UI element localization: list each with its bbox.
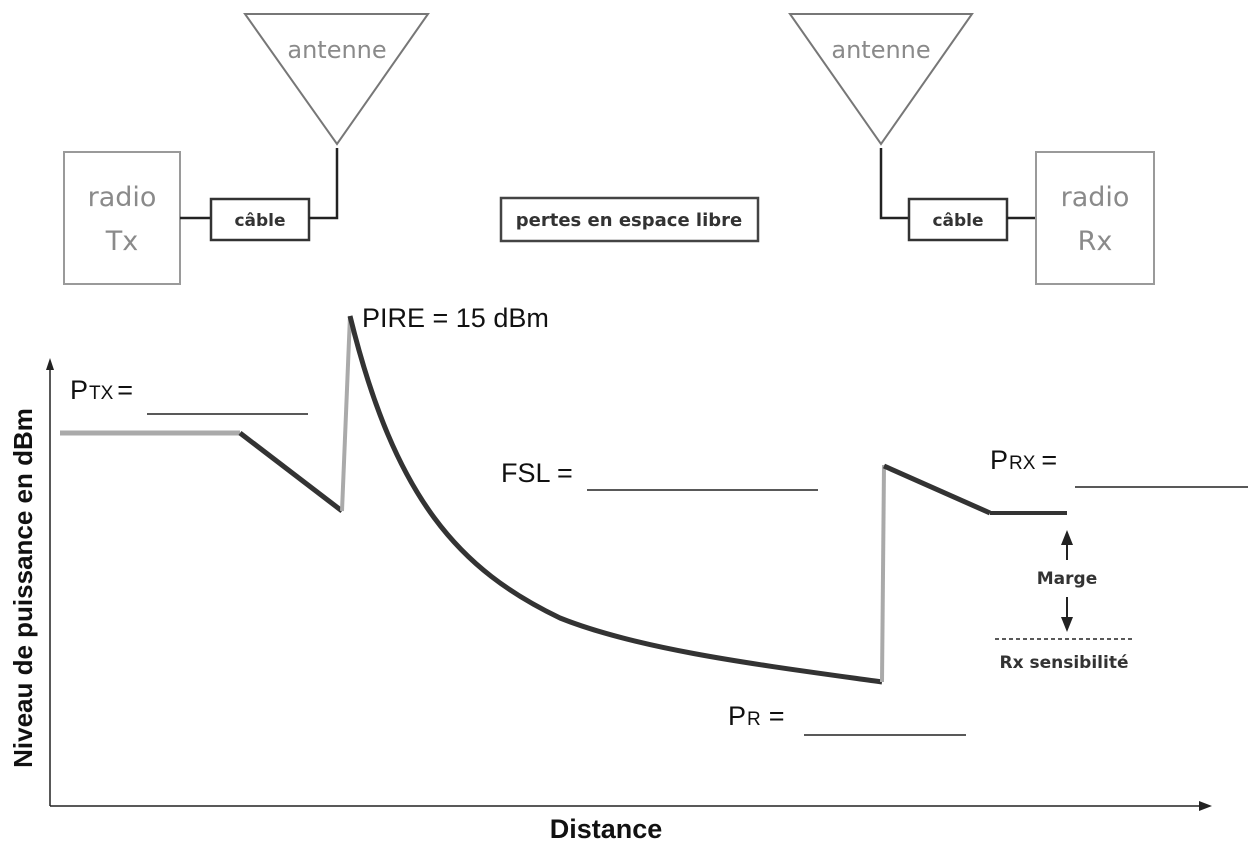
prx-equals: = bbox=[1041, 445, 1057, 475]
curve-free-space-loss bbox=[347, 315, 883, 685]
tx-cable-label: câble bbox=[234, 211, 285, 231]
transmitter-chain: radio Tx câble antenne bbox=[63, 13, 430, 285]
prx-subscript: RX bbox=[1009, 453, 1036, 474]
annotation-pr: PR = bbox=[728, 701, 966, 736]
tx-antenna-label: antenne bbox=[287, 36, 386, 64]
tx-cable-to-antenna-wire bbox=[309, 148, 339, 220]
y-axis-title: Niveau de puissance en dBm bbox=[8, 408, 38, 768]
radio-rx-label-line2: Rx bbox=[1078, 226, 1113, 257]
curve-rx-antenna-gain bbox=[880, 464, 886, 683]
rx-cable-label: câble bbox=[932, 211, 983, 231]
y-axis-arrow-icon bbox=[46, 358, 54, 370]
rx-antenna-label: antenne bbox=[831, 36, 930, 64]
pr-main: P bbox=[728, 701, 746, 731]
x-axis-title: Distance bbox=[550, 814, 663, 843]
tx-cable-box bbox=[209, 197, 311, 242]
rx-antenna-to-cable-wire bbox=[879, 148, 909, 220]
rx-sensitivity-label: Rx sensibilité bbox=[1000, 653, 1129, 673]
pr-subscript: R bbox=[747, 709, 761, 730]
power-level-curve bbox=[60, 315, 1067, 685]
x-axis-arrow-icon bbox=[1199, 801, 1212, 811]
annotation-fsl: FSL = bbox=[501, 458, 818, 491]
radio-tx-label-line1: radio bbox=[88, 182, 157, 213]
rx-cable-box bbox=[907, 197, 1009, 242]
rx-antenna-icon bbox=[788, 13, 974, 146]
radio-tx-box bbox=[63, 151, 181, 285]
margin-down-arrow-icon bbox=[1061, 617, 1073, 632]
svg-text:PR=: PR = bbox=[728, 701, 785, 731]
tx-antenna-icon bbox=[243, 13, 430, 146]
free-space-label: pertes en espace libre bbox=[516, 210, 742, 231]
receiver-chain: antenne câble radio Rx bbox=[788, 13, 1155, 285]
annotation-prx: PRX= bbox=[990, 445, 1248, 488]
svg-text:PTX=: PTX= bbox=[70, 375, 133, 405]
margin-up-arrow-icon bbox=[1061, 530, 1073, 545]
curve-rx-cable-loss bbox=[882, 463, 992, 516]
rx-sensitivity: Rx sensibilité bbox=[995, 638, 1135, 673]
free-space-block: pertes en espace libre bbox=[499, 196, 760, 243]
curve-tx-antenna-gain bbox=[340, 315, 352, 512]
ptx-main: P bbox=[70, 375, 88, 405]
annotation-ptx: PTX= bbox=[70, 375, 308, 415]
curve-tx-cable-loss bbox=[238, 431, 344, 513]
free-space-box bbox=[499, 196, 760, 243]
radio-rx-box bbox=[1035, 151, 1155, 285]
svg-text:PRX=: PRX= bbox=[990, 445, 1057, 475]
radio-tx-label-line2: Tx bbox=[105, 226, 138, 257]
prx-main: P bbox=[990, 445, 1008, 475]
ptx-equals: = bbox=[117, 375, 133, 405]
ptx-subscript: TX bbox=[89, 383, 114, 404]
pr-equals: = bbox=[769, 701, 785, 731]
fsl-label: FSL = bbox=[501, 458, 573, 488]
pire-label: PIRE = 15 dBm bbox=[362, 303, 549, 333]
margin-label: Marge bbox=[1037, 569, 1097, 589]
axes: Niveau de puissance en dBm Distance bbox=[8, 358, 1212, 843]
margin-indicator: Marge bbox=[1037, 530, 1097, 632]
radio-rx-label-line1: radio bbox=[1061, 182, 1130, 213]
